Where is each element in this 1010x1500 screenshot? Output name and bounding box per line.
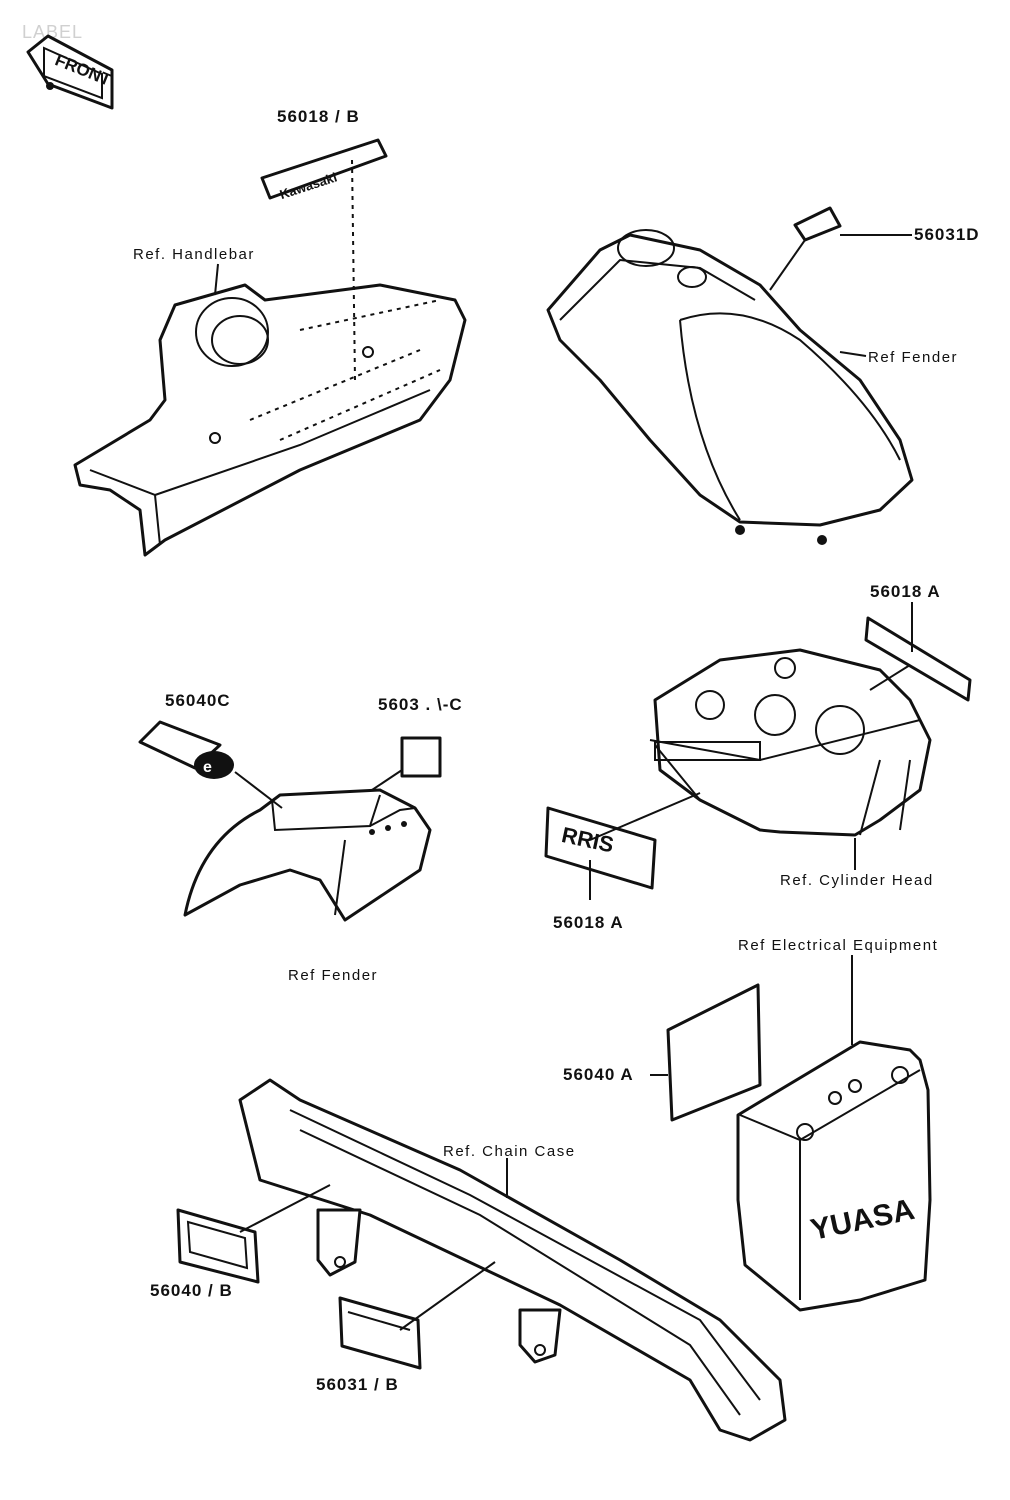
decal-56018a-top: [864, 616, 972, 702]
part-number-56031-b: 56031 / B: [316, 1375, 399, 1394]
part-number-56040c: 56040C: [165, 691, 231, 710]
ref-handlebar-label: Ref. Handlebar: [133, 246, 255, 263]
front-arrow-badge: FRONT: [26, 34, 114, 110]
rear-fender-part: [183, 788, 432, 922]
ref-cylinder-head-label: Ref. Cylinder Head: [780, 872, 934, 889]
battery-part: YUASA: [736, 1040, 932, 1312]
ref-fender-bottom-label: Ref Fender: [288, 967, 378, 984]
part-number-56018a-top: 56018 A: [870, 582, 941, 601]
decal-56040c: e: [138, 720, 234, 779]
part-number-5603x-c: 5603 . \-C: [378, 695, 463, 714]
part-number-56018-b: 56018 / B: [277, 107, 360, 126]
emblem-decal-56018b: Kawasaki: [260, 138, 388, 202]
front-fender-part: [546, 229, 914, 545]
decal-56040a: [666, 983, 762, 1122]
warning-decal-56031d: [793, 206, 842, 242]
ref-fender-top-label: Ref Fender: [868, 349, 958, 366]
chain-case-part: [238, 1078, 787, 1442]
ref-chain-case-label: Ref. Chain Case: [443, 1143, 576, 1160]
part-number-56040-b: 56040 / B: [150, 1281, 233, 1300]
part-number-56018a-bottom: 56018 A: [553, 913, 624, 932]
svg-text:e: e: [203, 759, 212, 776]
part-number-56040a: 56040 A: [563, 1065, 634, 1084]
ref-electrical-label: Ref Electrical Equipment: [738, 937, 938, 954]
decal-56040-b: [176, 1208, 260, 1284]
handlebar-cover-part: [73, 283, 467, 557]
cylinder-head-part: [649, 648, 932, 837]
watermark-text: LABEL: [22, 22, 83, 42]
decal-5603x-c: [400, 736, 442, 778]
part-number-56031d: 56031D: [914, 225, 980, 244]
decal-56018a-bottom: RRIS: [544, 806, 657, 890]
decal-56031-b: [338, 1296, 422, 1370]
